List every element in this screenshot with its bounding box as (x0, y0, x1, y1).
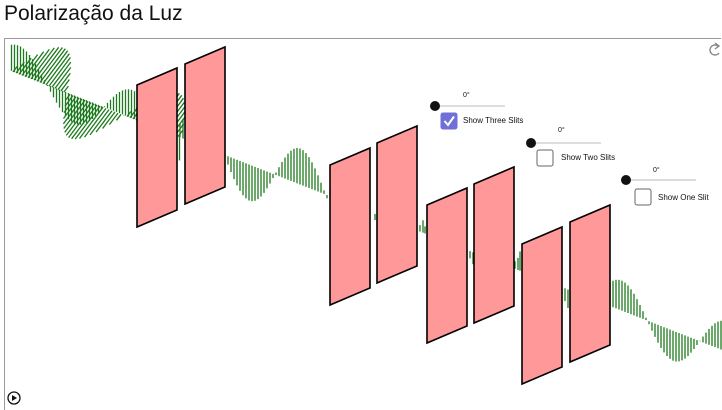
checkbox-one-slit[interactable] (634, 188, 652, 206)
control-two-slits: 0° Show Two Slits (526, 126, 615, 167)
reset-icon[interactable] (709, 42, 721, 56)
angle-value-three: 0° (463, 91, 470, 99)
play-icon[interactable] (7, 391, 21, 405)
label-one-slit: Show One Slit (658, 193, 709, 202)
angle-value-two: 0° (558, 126, 565, 134)
checkbox-three-slits[interactable] (440, 112, 458, 130)
label-three-slits: Show Three Slits (463, 116, 523, 125)
applet-frame (4, 38, 721, 410)
polarizer-slit-1b (184, 45, 226, 206)
polarizer-slit-3b (473, 165, 515, 325)
polarizer-slit-4b (569, 203, 611, 364)
label-two-slits: Show Two Slits (561, 153, 615, 162)
polarizer-slit-4a (521, 225, 563, 386)
slider-handle-two[interactable] (526, 138, 536, 148)
slider-handle-one[interactable] (621, 175, 631, 185)
slider-handle-three[interactable] (430, 101, 440, 111)
polarizer-slit-2a (329, 146, 371, 307)
check-icon (443, 115, 455, 127)
polarizer-slit-1a (136, 66, 178, 229)
control-one-slit: 0° Show One Slit (621, 166, 709, 206)
polarizer-slit-3a (426, 186, 468, 345)
control-three-slits: 0° Show Three Slits (430, 91, 523, 130)
polarizer-slit-2b (376, 124, 418, 285)
page-title: Polarização da Luz (4, 2, 183, 25)
checkbox-two-slits[interactable] (536, 149, 554, 167)
angle-value-one: 0° (653, 166, 660, 174)
